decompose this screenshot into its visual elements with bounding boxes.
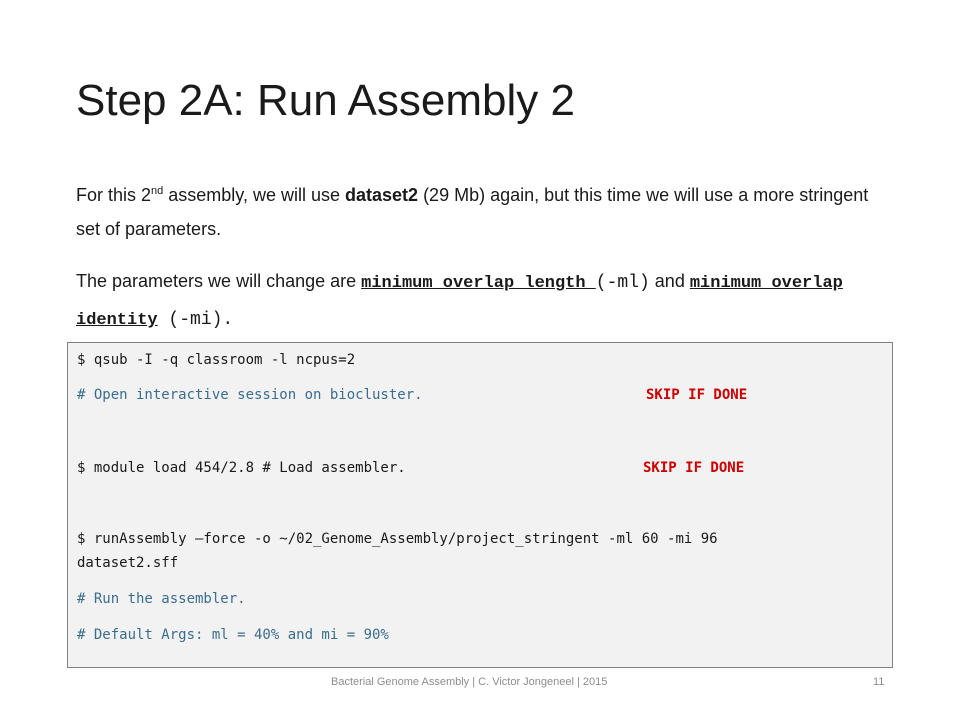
param-min-overlap-identity: minimum overlap identity [76,274,843,330]
code-comment-session: # Open interactive session on biocluster… [77,387,423,403]
intro-text-2: assembly, we will use [163,185,346,205]
param-min-overlap-length: minimum overlap length [361,274,596,293]
intro-superscript: nd [151,185,164,197]
code-line-module: $ module load 454/2.8 # Load assembler. [77,460,406,476]
code-line-runassembly: $ runAssembly –force -o ~/02_Genome_Asse… [77,531,718,547]
code-comment-run: # Run the assembler. [77,591,246,607]
intro-text-1: For this 2 [76,185,152,205]
parameters-paragraph: The parameters we will change are minimu… [76,264,896,338]
code-line-qsub: $ qsub -I -q classroom -l ncpus=2 [77,352,356,368]
flag-mi: (-mi). [157,310,234,330]
flag-ml: (-ml) [595,273,650,293]
code-line-dataset: dataset2.sff [77,555,179,571]
intro-paragraph: For this 2nd assembly, we will use datas… [76,178,896,246]
page-number: 11 [873,676,885,688]
code-block: $ qsub -I -q classroom -l ncpus=2 # Open… [67,342,893,668]
slide-footer: Bacterial Genome Assembly | C. Victor Jo… [331,676,608,688]
code-comment-defaults: # Default Args: ml = 40% and mi = 90% [77,627,389,643]
dataset-name: dataset2 [345,185,419,205]
skip-label-1: SKIP IF DONE [646,387,748,403]
skip-label-2: SKIP IF DONE [643,460,745,476]
params-text-2: and [649,271,690,291]
intro-text-3: (29 Mb) again, but this time we will use… [76,185,869,239]
slide-title: Step 2A: Run Assembly 2 [76,76,575,125]
params-text-1: The parameters we will change are [76,271,362,291]
